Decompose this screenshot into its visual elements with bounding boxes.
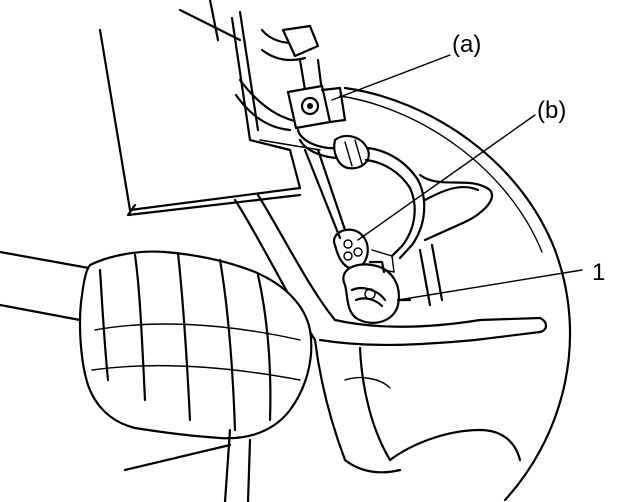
clip-a	[286, 84, 347, 130]
callout-a-label: (a)	[452, 31, 481, 58]
sensor-cable	[296, 128, 426, 260]
callout-1-label: 1	[592, 259, 605, 286]
callout-b-label: (b)	[537, 97, 566, 124]
strut-bracket	[98, 0, 321, 217]
backing-plate	[339, 86, 572, 502]
wheel-speed-sensor	[342, 260, 412, 324]
upper-cable	[234, 24, 324, 132]
callout-leaders	[331, 54, 583, 301]
drive-shaft-boot	[0, 250, 313, 502]
knuckle-arms	[233, 148, 548, 474]
